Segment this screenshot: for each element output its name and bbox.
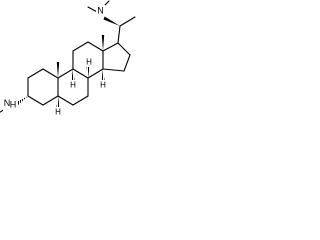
h-c8-label: H — [86, 58, 92, 67]
ring-b — [57, 68, 89, 106]
ring-c — [72, 41, 104, 79]
h-c5-label: H — [55, 108, 61, 117]
ring-d — [102, 42, 131, 72]
angular-methyl-bonds — [56, 35, 105, 78]
stereo-h-labels: H H H H — [55, 58, 106, 117]
h-c14-label: H — [100, 81, 106, 90]
c3-hash-bond — [15, 96, 28, 107]
lower-amine: N H — [3, 98, 18, 111]
chemical-structure: N N H H H H H — [0, 0, 136, 117]
side-chain — [87, 0, 136, 44]
c20-wedge — [103, 16, 120, 26]
upper-amine: N — [96, 5, 105, 16]
methyl-c10-wedge — [56, 62, 60, 78]
stereo-h-bonds — [56, 67, 105, 107]
methyl-c13-wedge — [101, 35, 105, 51]
upper-amine-n-label: N — [97, 6, 104, 16]
h-c14-hash — [101, 69, 105, 80]
h-c5-hash — [56, 96, 60, 107]
lower-amine-n-label: N — [4, 98, 11, 108]
lower-amine-h-label: H — [10, 100, 17, 110]
h-c8-hash — [86, 67, 90, 78]
h-c9-label: H — [70, 81, 76, 90]
ring-a — [27, 68, 59, 106]
h-c9-hash — [71, 69, 75, 80]
